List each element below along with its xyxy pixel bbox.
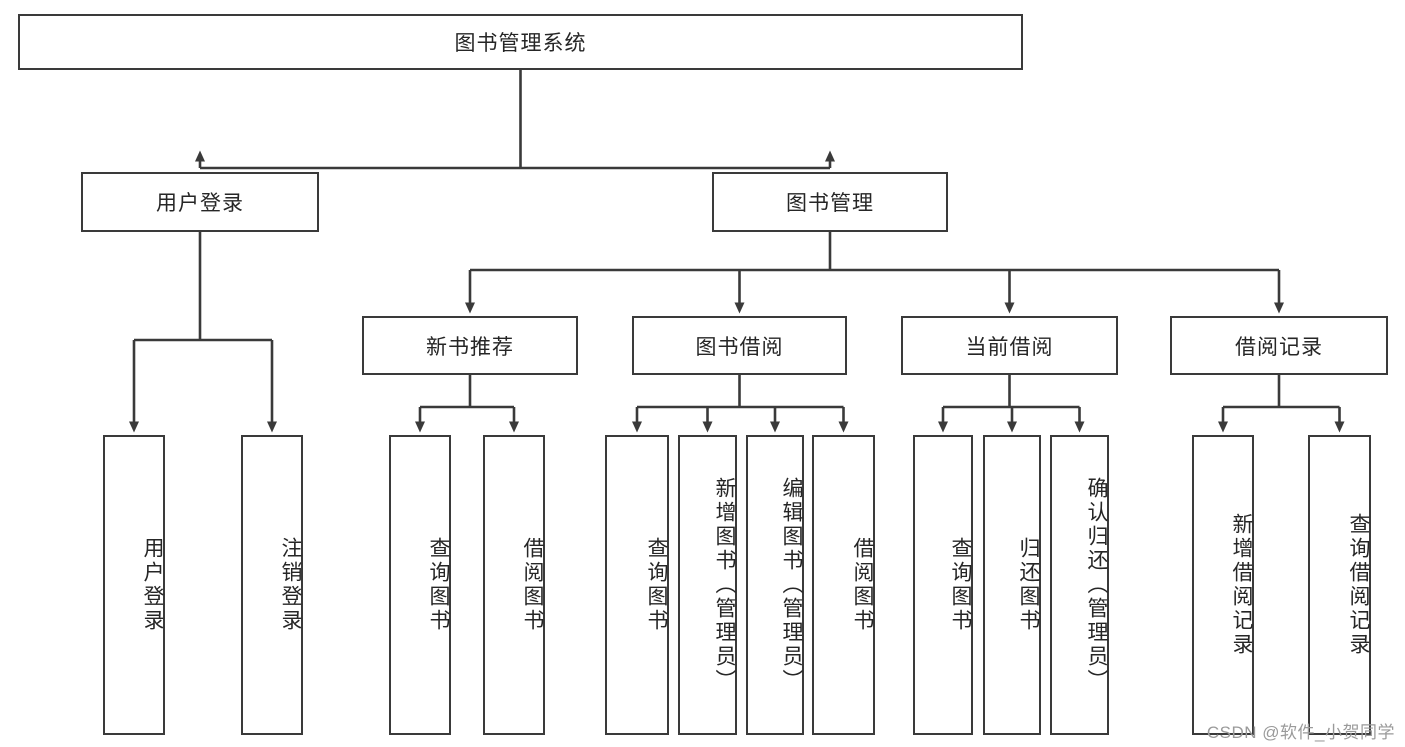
node-label: 图书借阅 bbox=[695, 335, 784, 359]
node-label: 当前借阅 bbox=[965, 335, 1054, 359]
node-leaf-query-record[interactable]: 查询借阅记录 bbox=[1308, 435, 1371, 735]
node-label: 图书管理 bbox=[786, 192, 874, 215]
node-new-book-recommendation[interactable]: 新书推荐 bbox=[362, 316, 578, 375]
node-label: 借阅记录 bbox=[1235, 335, 1323, 359]
node-label: 查询图书 bbox=[949, 537, 972, 633]
node-label: 编辑图书（管理员） bbox=[780, 477, 803, 693]
node-leaf-confirm-return[interactable]: 确认归还（管理员） bbox=[1050, 435, 1109, 735]
node-leaf-query-book-3[interactable]: 查询图书 bbox=[913, 435, 973, 735]
node-leaf-user-login[interactable]: 用户登录 bbox=[103, 435, 165, 735]
node-leaf-query-book-2[interactable]: 查询图书 bbox=[605, 435, 669, 735]
node-leaf-borrow-book-2[interactable]: 借阅图书 bbox=[812, 435, 875, 735]
node-book-borrowing[interactable]: 图书借阅 bbox=[632, 316, 847, 375]
node-leaf-borrow-book-1[interactable]: 借阅图书 bbox=[483, 435, 545, 735]
node-root[interactable]: 图书管理系统 bbox=[18, 14, 1023, 70]
node-leaf-add-record[interactable]: 新增借阅记录 bbox=[1192, 435, 1254, 735]
node-leaf-query-book-1[interactable]: 查询图书 bbox=[389, 435, 451, 735]
node-label: 归还图书 bbox=[1017, 537, 1040, 633]
node-current-borrowing[interactable]: 当前借阅 bbox=[901, 316, 1118, 375]
node-leaf-return-book[interactable]: 归还图书 bbox=[983, 435, 1041, 735]
node-leaf-logout[interactable]: 注销登录 bbox=[241, 435, 303, 735]
node-label: 用户登录 bbox=[156, 192, 244, 215]
node-label: 新书推荐 bbox=[426, 335, 514, 359]
node-label: 新增借阅记录 bbox=[1230, 513, 1253, 657]
node-label: 查询图书 bbox=[645, 537, 668, 633]
node-label: 借阅图书 bbox=[521, 537, 544, 633]
node-label: 确认归还（管理员） bbox=[1085, 477, 1108, 693]
node-label: 图书管理系统 bbox=[454, 32, 587, 55]
node-leaf-add-book[interactable]: 新增图书（管理员） bbox=[678, 435, 737, 735]
node-label: 新增图书（管理员） bbox=[713, 477, 736, 693]
node-label: 注销登录 bbox=[279, 537, 302, 633]
node-user-login[interactable]: 用户登录 bbox=[81, 172, 319, 232]
node-label: 查询借阅记录 bbox=[1347, 513, 1370, 657]
node-borrowing-record[interactable]: 借阅记录 bbox=[1170, 316, 1388, 375]
node-label: 查询图书 bbox=[427, 537, 450, 633]
watermark-text: CSDN @软件_小贺同学 bbox=[1206, 723, 1395, 742]
node-label: 借阅图书 bbox=[851, 537, 874, 633]
node-leaf-edit-book[interactable]: 编辑图书（管理员） bbox=[746, 435, 804, 735]
node-label: 用户登录 bbox=[141, 537, 164, 633]
node-book-management[interactable]: 图书管理 bbox=[712, 172, 948, 232]
